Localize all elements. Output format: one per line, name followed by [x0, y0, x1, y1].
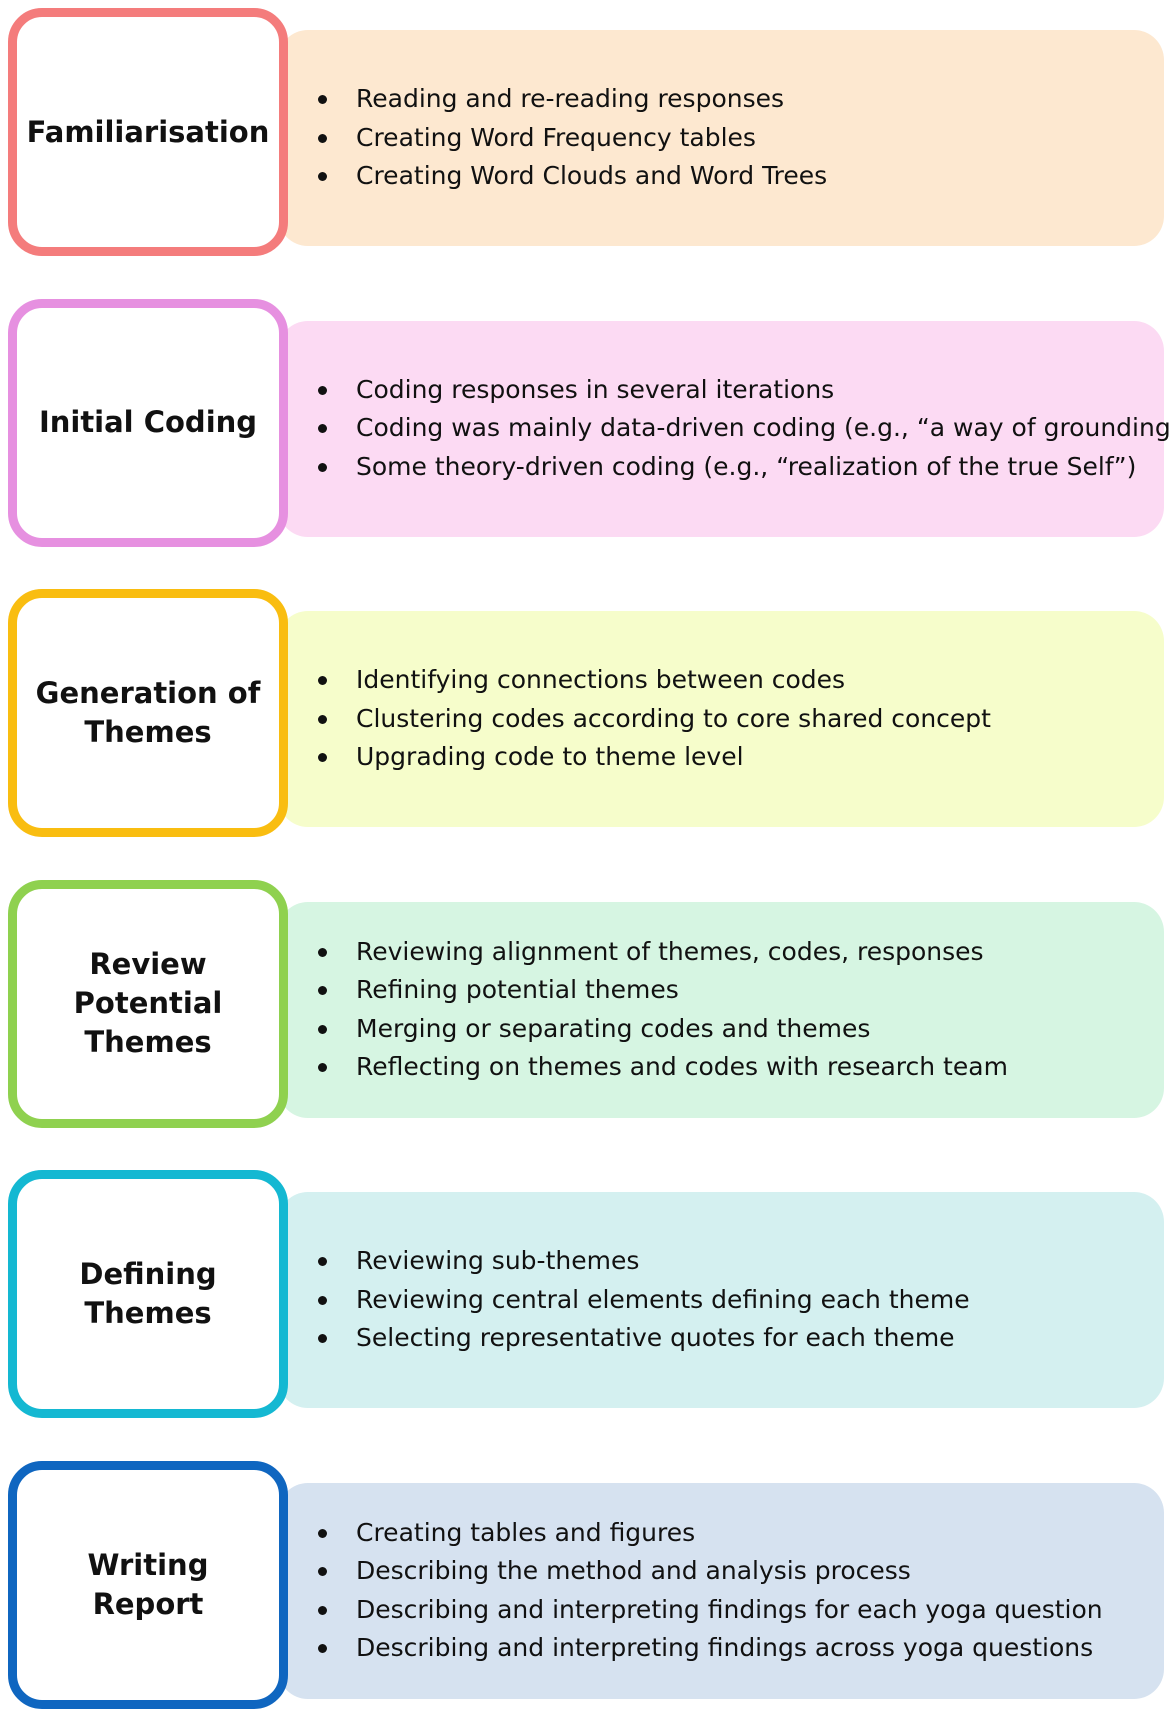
bullet-item: Clustering codes according to core share…	[318, 700, 991, 739]
bullet-item: Reflecting on themes and codes with rese…	[318, 1048, 1008, 1087]
bullet-item: Describing and interpreting findings for…	[318, 1591, 1103, 1630]
step-details-panel: Creating tables and figures Describing t…	[278, 1482, 1164, 1699]
step-defining-themes: Reviewing sub-themes Reviewing central e…	[8, 1170, 1164, 1418]
step-details-panel: Identifying connections between codes Cl…	[278, 611, 1164, 827]
step-bullet-list: Coding responses in several iterations C…	[318, 371, 1169, 487]
step-review-potential-themes: Reviewing alignment of themes, codes, re…	[8, 879, 1164, 1128]
bullet-item: Refining potential themes	[318, 971, 1008, 1010]
bullet-item: Describing and interpreting findings acr…	[318, 1629, 1103, 1668]
step-generation-of-themes: Identifying connections between codes Cl…	[8, 589, 1164, 837]
bullet-item: Some theory-driven coding (e.g., “realiz…	[318, 448, 1169, 487]
step-bullet-list: Reviewing alignment of themes, codes, re…	[318, 933, 1008, 1087]
bullet-item: Selecting representative quotes for each…	[318, 1319, 970, 1358]
step-details-panel: Reviewing alignment of themes, codes, re…	[278, 901, 1164, 1118]
bullet-item: Reading and re-reading responses	[318, 80, 827, 119]
step-details-panel: Reviewing sub-themes Reviewing central e…	[278, 1192, 1164, 1408]
step-details-panel: Reading and re-reading responses Creatin…	[278, 30, 1164, 246]
bullet-item: Identifying connections between codes	[318, 661, 991, 700]
step-label-box: Generation of Themes	[8, 589, 288, 837]
step-familiarisation: Reading and re-reading responses Creatin…	[8, 8, 1164, 256]
step-title: Familiarisation	[26, 114, 270, 149]
bullet-item: Merging or separating codes and themes	[318, 1010, 1008, 1049]
bullet-item: Reviewing alignment of themes, codes, re…	[318, 933, 1008, 972]
step-label-box: Initial Coding	[8, 298, 288, 547]
bullet-item: Describing the method and analysis proce…	[318, 1552, 1103, 1591]
bullet-item: Creating tables and figures	[318, 1514, 1103, 1553]
bullet-item: Upgrading code to theme level	[318, 738, 991, 777]
step-bullet-list: Creating tables and figures Describing t…	[318, 1514, 1103, 1668]
step-writing-report: Creating tables and figures Describing t…	[8, 1460, 1164, 1709]
bullet-item: Coding was mainly data-driven coding (e.…	[318, 409, 1169, 448]
step-details-panel: Coding responses in several iterations C…	[278, 320, 1169, 537]
step-title: Generation of Themes	[35, 676, 261, 749]
step-bullet-list: Reviewing sub-themes Reviewing central e…	[318, 1242, 970, 1358]
step-initial-coding: Coding responses in several iterations C…	[8, 298, 1169, 547]
bullet-item: Creating Word Clouds and Word Trees	[318, 157, 827, 196]
step-label-box: Familiarisation	[8, 8, 288, 256]
step-title: Defining Themes	[79, 1257, 217, 1330]
step-title: Initial Coding	[38, 405, 258, 439]
bullet-item: Reviewing sub-themes	[318, 1242, 970, 1281]
step-label-box: Defining Themes	[8, 1170, 288, 1418]
bullet-item: Coding responses in several iterations	[318, 371, 1169, 410]
bullet-item: Creating Word Frequency tables	[318, 119, 827, 158]
step-bullet-list: Reading and re-reading responses Creatin…	[318, 80, 827, 196]
step-label-box: Review Potential Themes	[8, 879, 288, 1128]
step-label-box: Writing Report	[8, 1460, 288, 1709]
step-title: Writing Report	[87, 1547, 209, 1621]
step-bullet-list: Identifying connections between codes Cl…	[318, 661, 991, 777]
bullet-item: Reviewing central elements defining each…	[318, 1281, 970, 1320]
process-diagram: Reading and re-reading responses Creatin…	[8, 8, 1169, 1709]
step-title: Review Potential Themes	[73, 947, 223, 1059]
